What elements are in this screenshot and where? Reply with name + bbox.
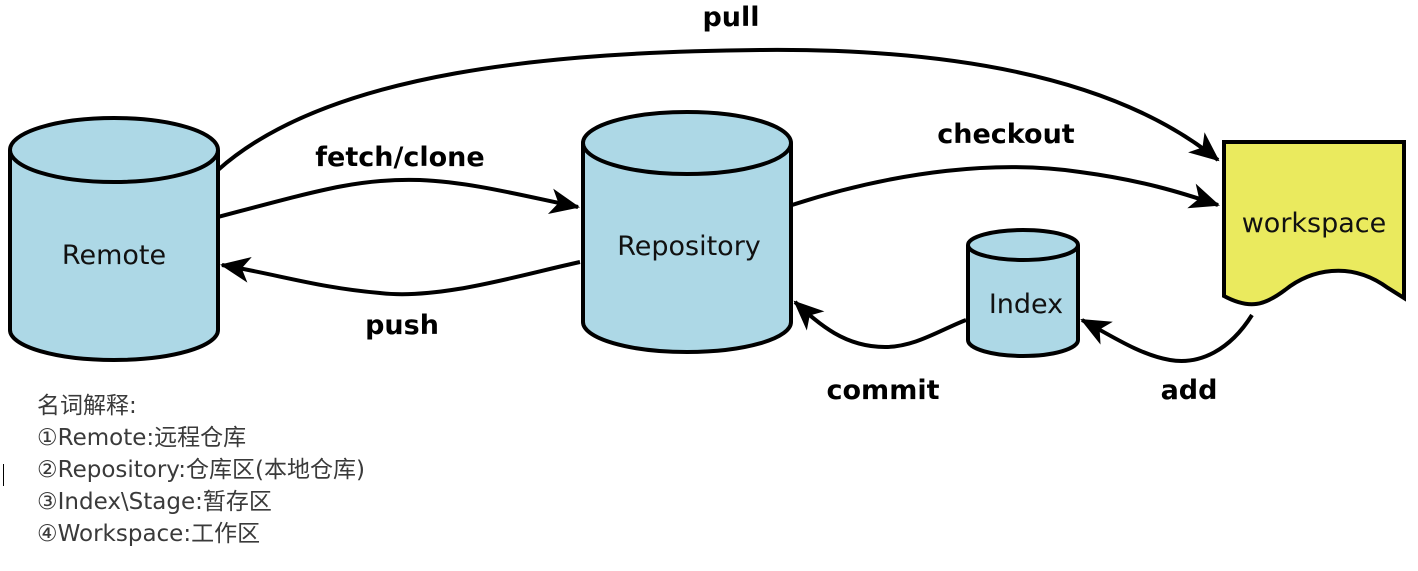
node-repository: Repository [581,110,793,354]
cylinder-body [8,150,220,362]
glossary-item: ①Remote:远程仓库 [37,425,247,451]
edge-add [1080,313,1254,363]
glossary-item: ②Repository:仓库区(本地仓库) [37,457,365,483]
edge-commit [793,300,967,350]
cylinder-top [966,228,1080,262]
edge-label-add: add [1161,375,1218,406]
edge-pull [216,47,1220,172]
edge-label-fetch-clone: fetch/clone [315,142,484,173]
edge-label-commit: commit [827,375,940,406]
node-label-remote: Remote [62,240,166,271]
node-label-index: Index [989,289,1063,320]
cylinder-body [581,143,793,354]
glossary-item: ④Workspace:工作区 [37,521,261,547]
node-index: Index [966,228,1080,358]
glossary-item: ③Index\Stage:暂存区 [37,489,272,515]
node-remote: Remote [8,116,220,362]
glossary-title: 名词解释: [37,393,137,419]
edge-label-pull: pull [702,2,759,33]
cylinder-body [966,245,1080,358]
edge-label-checkout: checkout [937,119,1075,150]
edge-label-push: push [365,310,439,341]
cylinder-top [581,110,793,176]
edge-push [220,256,581,297]
document-shape [1222,140,1406,307]
edge-fetch-clone [217,177,580,219]
node-workspace: workspace [1222,140,1406,307]
glossary: 名词解释: ①Remote:远程仓库 ②Repository:仓库区(本地仓库)… [37,390,365,550]
cylinder-top [8,116,220,184]
edge-checkout [791,165,1220,209]
node-label-repository: Repository [617,231,761,262]
node-label-workspace: workspace [1242,208,1387,239]
text-cursor [3,464,4,486]
